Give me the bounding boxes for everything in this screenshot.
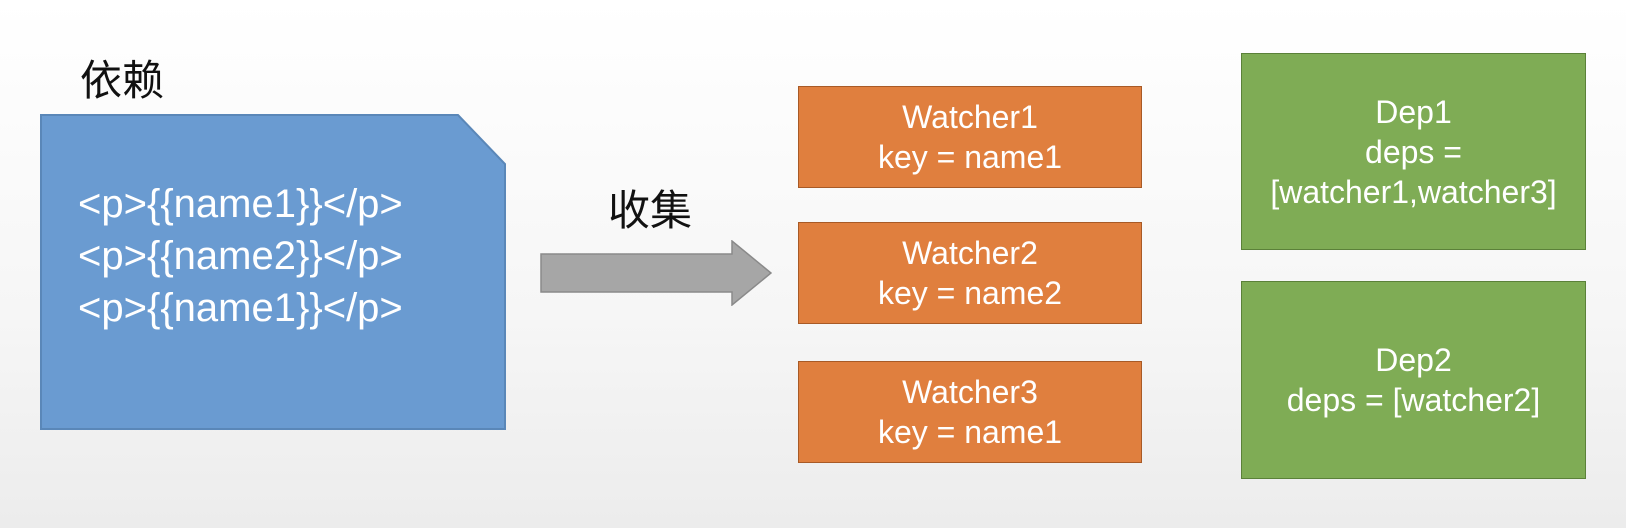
- dep-line: deps =: [1365, 133, 1462, 170]
- dep-name: Dep1: [1375, 93, 1452, 130]
- watcher-box-3: Watcher3 key = name1: [798, 361, 1142, 463]
- dep-line: deps = [watcher2]: [1286, 382, 1541, 418]
- watcher-name: Watcher1: [902, 99, 1038, 135]
- dep-name: Dep2: [1375, 342, 1452, 378]
- template-line: <p>{{name2}}</p>: [78, 234, 403, 278]
- dep-box-2: Dep2 deps = [watcher2]: [1241, 281, 1586, 479]
- template-line: <p>{{name1}}</p>: [78, 182, 403, 226]
- watcher-name: Watcher2: [902, 235, 1038, 271]
- collect-label: 收集: [608, 186, 693, 235]
- template-code: <p>{{name1}}</p> <p>{{name2}}</p> <p>{{n…: [78, 178, 498, 334]
- dependency-label: 依赖: [80, 56, 165, 105]
- template-line: <p>{{name1}}</p>: [78, 286, 403, 330]
- dep-box-1: Dep1 deps = [watcher1,watcher3]: [1241, 53, 1586, 250]
- template-document-shape: [40, 114, 506, 430]
- collect-arrow-icon: [540, 240, 772, 306]
- watcher-box-2: Watcher2 key = name2: [798, 222, 1142, 324]
- watcher-name: Watcher3: [902, 374, 1038, 410]
- watcher-key: key = name2: [877, 275, 1063, 311]
- watcher-key: key = name1: [877, 139, 1063, 175]
- watcher-box-1: Watcher1 key = name1: [798, 86, 1142, 188]
- watcher-key: key = name1: [877, 414, 1063, 450]
- dep-line: [watcher1,watcher3]: [1270, 173, 1557, 210]
